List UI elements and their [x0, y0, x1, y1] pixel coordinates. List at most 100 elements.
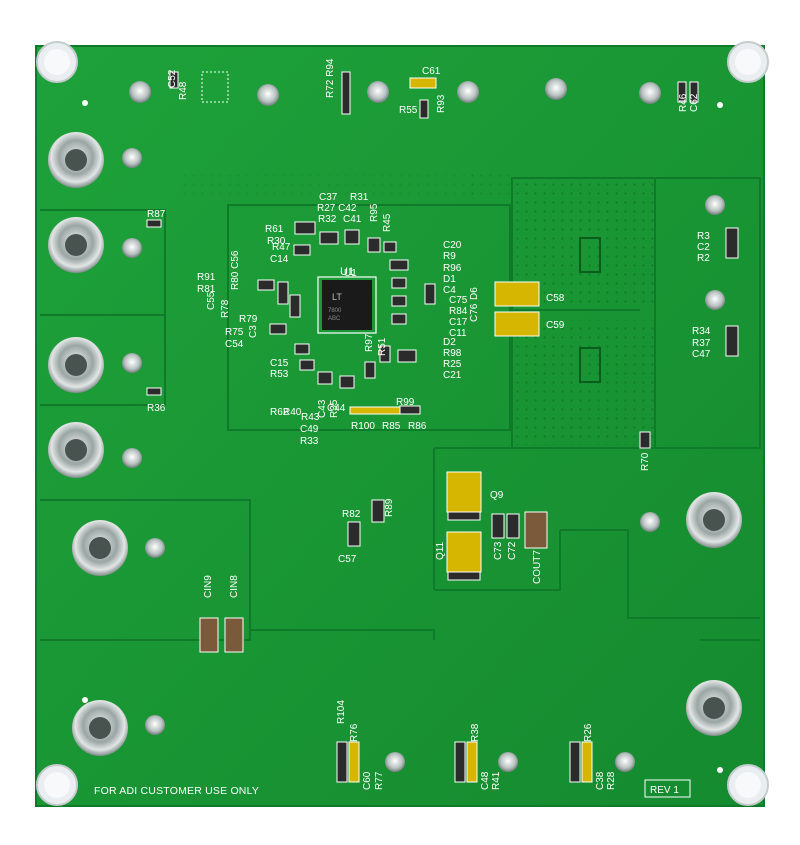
- silk-label: R77: [374, 771, 385, 790]
- silk-label: C61: [422, 66, 441, 77]
- silk-label: R3: [697, 231, 710, 242]
- silk-label: R38: [470, 723, 481, 742]
- silk-label: C57: [338, 554, 357, 565]
- silk-label: R36: [147, 403, 166, 414]
- silk-label: C47: [692, 349, 711, 360]
- silk-label: C43: [317, 399, 328, 418]
- silk-label: R55: [399, 105, 418, 116]
- silk-label: C15: [270, 358, 289, 369]
- silk-label: C54: [225, 339, 244, 350]
- silk-label: CIN9: [203, 575, 214, 598]
- svg-text:LT: LT: [332, 292, 342, 302]
- silk-label: R9: [443, 251, 456, 262]
- silk-label: R33: [300, 436, 319, 447]
- silk-label: C37: [319, 192, 338, 203]
- silk-label: Q11: [435, 541, 446, 560]
- silk-label: D2: [443, 337, 456, 348]
- silk-label: R46: [678, 93, 689, 112]
- silk-label: R85: [382, 421, 401, 432]
- silk-label: R100: [351, 421, 375, 432]
- silk-label: C58: [546, 293, 565, 304]
- silk-label: R72 R94: [325, 58, 336, 98]
- silk-label: C2: [697, 242, 710, 253]
- silk-label: R37: [692, 338, 711, 349]
- silk-label: R35: [329, 399, 340, 418]
- revision-box: [644, 779, 691, 798]
- silk-label: R91: [197, 272, 216, 283]
- silk-label: R98: [443, 348, 462, 359]
- silk-label: R93: [436, 94, 447, 113]
- silk-label: C38: [595, 771, 606, 790]
- silk-label: R96: [443, 263, 462, 274]
- silk-label: R80 C56: [230, 250, 241, 290]
- svg-text:7800: 7800: [328, 308, 342, 314]
- silk-label: C3: [248, 325, 259, 338]
- silk-label: R40: [283, 407, 302, 418]
- silk-label: C60: [362, 771, 373, 790]
- terminal-holes: [48, 132, 742, 756]
- silk-label: R51: [377, 337, 388, 356]
- silk-label: R79: [239, 314, 258, 325]
- smd-components: [146, 71, 739, 783]
- silk-label: R97: [364, 333, 375, 352]
- silk-label: C11: [449, 328, 467, 339]
- silk-label: R48: [178, 81, 189, 100]
- ic-u1-label: U1: [340, 266, 354, 278]
- silk-label: R30: [267, 236, 286, 247]
- silk-label: C72: [507, 541, 518, 560]
- silk-label: COUT7: [532, 550, 543, 584]
- silk-label: R53: [270, 369, 289, 380]
- silk-label: R86: [408, 421, 427, 432]
- silk-label: R26: [583, 723, 594, 742]
- silk-label: R84: [449, 306, 468, 317]
- silk-label: R81: [197, 284, 216, 295]
- silk-label: R62: [270, 407, 289, 418]
- silk-label: C52: [167, 69, 178, 88]
- silk-label: R34: [692, 326, 711, 337]
- silk-label: R32: [318, 214, 337, 225]
- silk-label: U1: [344, 268, 357, 279]
- silk-label: R76: [349, 723, 360, 742]
- ic-u1: LT 7800 ABC: [317, 276, 377, 334]
- silk-label: C49: [300, 424, 319, 435]
- revision-label: REV 1: [650, 785, 679, 796]
- silk-label: C41: [343, 214, 362, 225]
- silk-label: R45: [382, 213, 393, 232]
- silk-label: C44: [327, 403, 346, 414]
- silk-label: C55: [206, 291, 217, 310]
- silk-label: R25: [443, 359, 462, 370]
- silk-label: R70: [640, 452, 651, 471]
- silk-label: R104: [336, 700, 347, 724]
- test-points: [122, 78, 725, 772]
- silk-label: C62: [689, 93, 700, 112]
- silk-label: C75: [449, 295, 468, 306]
- silk-label: C14: [270, 254, 289, 265]
- silk-label: R47: [272, 242, 291, 253]
- silk-label: C48: [480, 771, 491, 790]
- silk-label: R78: [220, 299, 231, 318]
- corner-standoffs: [36, 41, 769, 806]
- silk-label: R89: [384, 498, 395, 517]
- silk-label: C73: [493, 541, 504, 560]
- silk-label: R2: [697, 253, 710, 264]
- silk-label: R41: [491, 771, 502, 790]
- silk-label: C17: [449, 317, 468, 328]
- svg-text:ABC: ABC: [328, 316, 341, 322]
- silk-label: R87: [147, 209, 166, 220]
- silk-label: R95: [369, 203, 380, 222]
- silk-label: R31: [350, 192, 369, 203]
- silk-label: R99: [396, 397, 415, 408]
- customer-note: FOR ADI CUSTOMER USE ONLY: [94, 785, 259, 797]
- silk-label: D6: [469, 287, 480, 300]
- silk-label: C76: [469, 303, 480, 322]
- silk-label: R61: [265, 224, 284, 235]
- silk-label: R28: [606, 771, 617, 790]
- silk-label: C59: [546, 320, 565, 331]
- silk-label: C4: [443, 285, 456, 296]
- silk-label: Q9: [490, 490, 504, 501]
- silk-label: CIN8: [229, 575, 240, 598]
- silk-label: C21: [443, 370, 462, 381]
- silk-label: R82: [342, 509, 361, 520]
